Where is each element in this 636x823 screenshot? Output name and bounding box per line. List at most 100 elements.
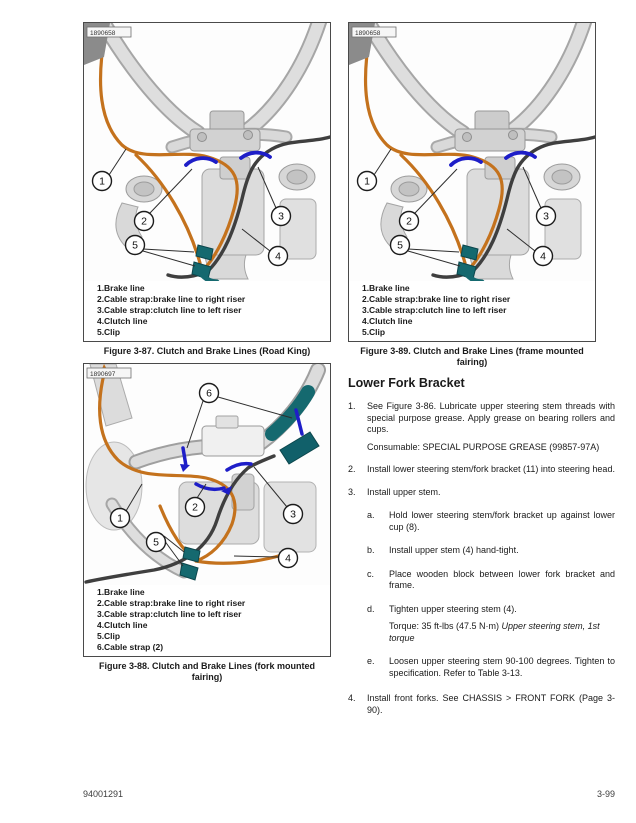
substep-e: e. Loosen upper steering stem 90-100 deg…: [367, 656, 615, 678]
page-number: 3-99: [596, 789, 615, 799]
svg-text:5: 5: [132, 240, 138, 252]
svg-text:2: 2: [192, 502, 198, 514]
figure-legend: 1.Brake line 2.Cable strap:brake line to…: [349, 281, 595, 341]
callout-1: 1: [356, 170, 378, 192]
master-cylinder: [201, 415, 265, 457]
callout-2: 2: [133, 210, 155, 232]
legend-item: 3.Cable strap:clutch line to left riser: [97, 305, 242, 315]
legend-item: 3.Cable strap:clutch line to left riser: [97, 609, 242, 619]
brake-line-path: [363, 31, 504, 269]
svg-text:3: 3: [278, 211, 284, 223]
substep-c: c. Place wooden block between lower fork…: [367, 568, 615, 591]
step-4: 4. Install front forks. See CHASSIS > FR…: [348, 693, 615, 715]
substep-d-text: Tighten upper steering stem (4).: [389, 603, 517, 614]
triple-clamp: [380, 110, 582, 280]
svg-text:4: 4: [285, 553, 291, 565]
svg-text:3: 3: [290, 509, 296, 521]
callout-1: 1: [91, 170, 113, 192]
svg-text:1: 1: [117, 513, 123, 525]
photo-id-label: 1890658: [86, 26, 132, 38]
figure-border-box: 6 1 2 3 5 4 1890697 1.Brake line 2.Cable…: [83, 363, 331, 657]
clip-shape: [191, 244, 220, 281]
substep-a: a. Hold lower steering stem/fork bracket…: [367, 510, 615, 532]
figure-caption: Figure 3-89. Clutch and Brake Lines (fra…: [360, 346, 584, 367]
callout-2: 2: [398, 210, 420, 232]
svg-text:2: 2: [406, 216, 412, 228]
legend-item: 6.Cable strap (2): [97, 642, 164, 652]
photo-id-label: 1890697: [86, 367, 132, 379]
strap-arrowhead: [180, 464, 190, 472]
photo-id-label: 1890658: [351, 26, 397, 38]
step-1: 1. See Figure 3-86. Lubricate upper stee…: [348, 401, 615, 452]
legend-item: 5.Clip: [97, 327, 121, 337]
legend-item: 1.Brake line: [362, 283, 410, 293]
strap-arrowhead: [221, 486, 232, 495]
diagram-clutch-brake-road-king: 1 2 3 4 5 1890658: [84, 23, 330, 281]
step-2: 2. Install lower steering stem/fork brac…: [348, 464, 615, 474]
diagram-clutch-brake-frame-fairing: 1 2 3 4 5 1890658: [349, 23, 595, 281]
callout-4: 4: [532, 245, 554, 267]
leader-lines: [125, 396, 293, 567]
svg-text:1: 1: [364, 176, 370, 188]
callout-3: 3: [270, 205, 292, 227]
svg-text:1890658: 1890658: [355, 30, 381, 37]
figure-road-king: 1 2 3 4 5 1890658 1.Brake line 2.Cable s…: [83, 22, 331, 357]
legend-item: 2.Cable strap:brake line to right riser: [97, 294, 246, 304]
diagram-clutch-brake-fork-fairing: 6 1 2 3 5 4 1890697: [84, 364, 330, 585]
svg-text:5: 5: [153, 537, 159, 549]
teal-sleeve: [265, 385, 320, 465]
substep-d: d. Tighten upper steering stem (4). Torq…: [367, 604, 615, 645]
brake-line-path: [98, 31, 239, 269]
svg-text:5: 5: [397, 240, 403, 252]
callout-5: 5: [389, 234, 411, 256]
figure-border-box: 1 2 3 4 5 1890658 1.Brake line 2.Cable s…: [348, 22, 596, 342]
figure-legend: 1.Brake line 2.Cable strap:brake line to…: [84, 281, 330, 341]
figure-border-box: 1 2 3 4 5 1890658 1.Brake line 2.Cable s…: [83, 22, 331, 342]
legend-item: 1.Brake line: [97, 587, 145, 597]
legend-item: 2.Cable strap:brake line to right riser: [97, 598, 246, 608]
substep-b: b. Install upper stem (4) hand-tight.: [367, 545, 519, 555]
figure-fork-fairing: 6 1 2 3 5 4 1890697 1.Brake line 2.Cable…: [83, 363, 331, 683]
callout-4: 4: [267, 245, 289, 267]
legend-item: 3.Cable strap:clutch line to left riser: [362, 305, 507, 315]
cable-straps: [184, 150, 272, 167]
triple-clamp: [115, 110, 317, 280]
figure-caption: Figure 3-87. Clutch and Brake Lines (Roa…: [103, 346, 311, 356]
consumable-note: Consumable: SPECIAL PURPOSE GREASE (9985…: [367, 441, 600, 452]
svg-text:1: 1: [99, 176, 105, 188]
svg-text:2: 2: [141, 216, 147, 228]
clip-shape: [179, 546, 201, 581]
leader-lines: [373, 148, 542, 267]
legend-item: 5.Clip: [97, 631, 121, 641]
legend-item: 5.Clip: [362, 327, 386, 337]
callout-1: 1: [109, 507, 131, 529]
step-3-text: Install upper stem.: [367, 486, 441, 497]
callout-6: 6: [198, 382, 220, 404]
callout-5: 5: [124, 234, 146, 256]
svg-text:6: 6: [206, 388, 212, 400]
step-4-text: Install front forks. See CHASSIS > FRONT…: [367, 693, 615, 715]
callout-5: 5: [145, 531, 167, 553]
svg-text:4: 4: [540, 251, 546, 263]
step-2-text: Install lower steering stem/fork bracket…: [367, 464, 615, 474]
step-3: 3. Install upper stem. a. Hold lower ste…: [348, 486, 615, 678]
cable-straps: [449, 150, 537, 167]
callout-3: 3: [282, 503, 304, 525]
legend-item: 2.Cable strap:brake line to right riser: [362, 294, 511, 304]
svg-text:4: 4: [275, 251, 281, 263]
step-1-text: See Figure 3-86. Lubricate upper steerin…: [367, 401, 615, 434]
svg-text:1890697: 1890697: [90, 371, 116, 378]
callout-3: 3: [535, 205, 557, 227]
torque-note: Torque: 35 ft-lbs (47.5 N·m) Upper steer…: [389, 621, 600, 643]
legend-item: 1.Brake line: [97, 283, 145, 293]
callout-4: 4: [277, 547, 299, 569]
svg-text:3: 3: [543, 211, 549, 223]
section-title: Lower Fork Bracket: [348, 376, 465, 390]
clip-shape: [456, 244, 485, 281]
svg-text:1890658: 1890658: [90, 30, 116, 37]
figure-frame-fairing: 1 2 3 4 5 1890658 1.Brake line 2.Cable s…: [348, 22, 596, 368]
cable-straps: [181, 408, 304, 492]
legend-item: 4.Clutch line: [97, 620, 148, 630]
legend-item: 4.Clutch line: [362, 316, 413, 326]
